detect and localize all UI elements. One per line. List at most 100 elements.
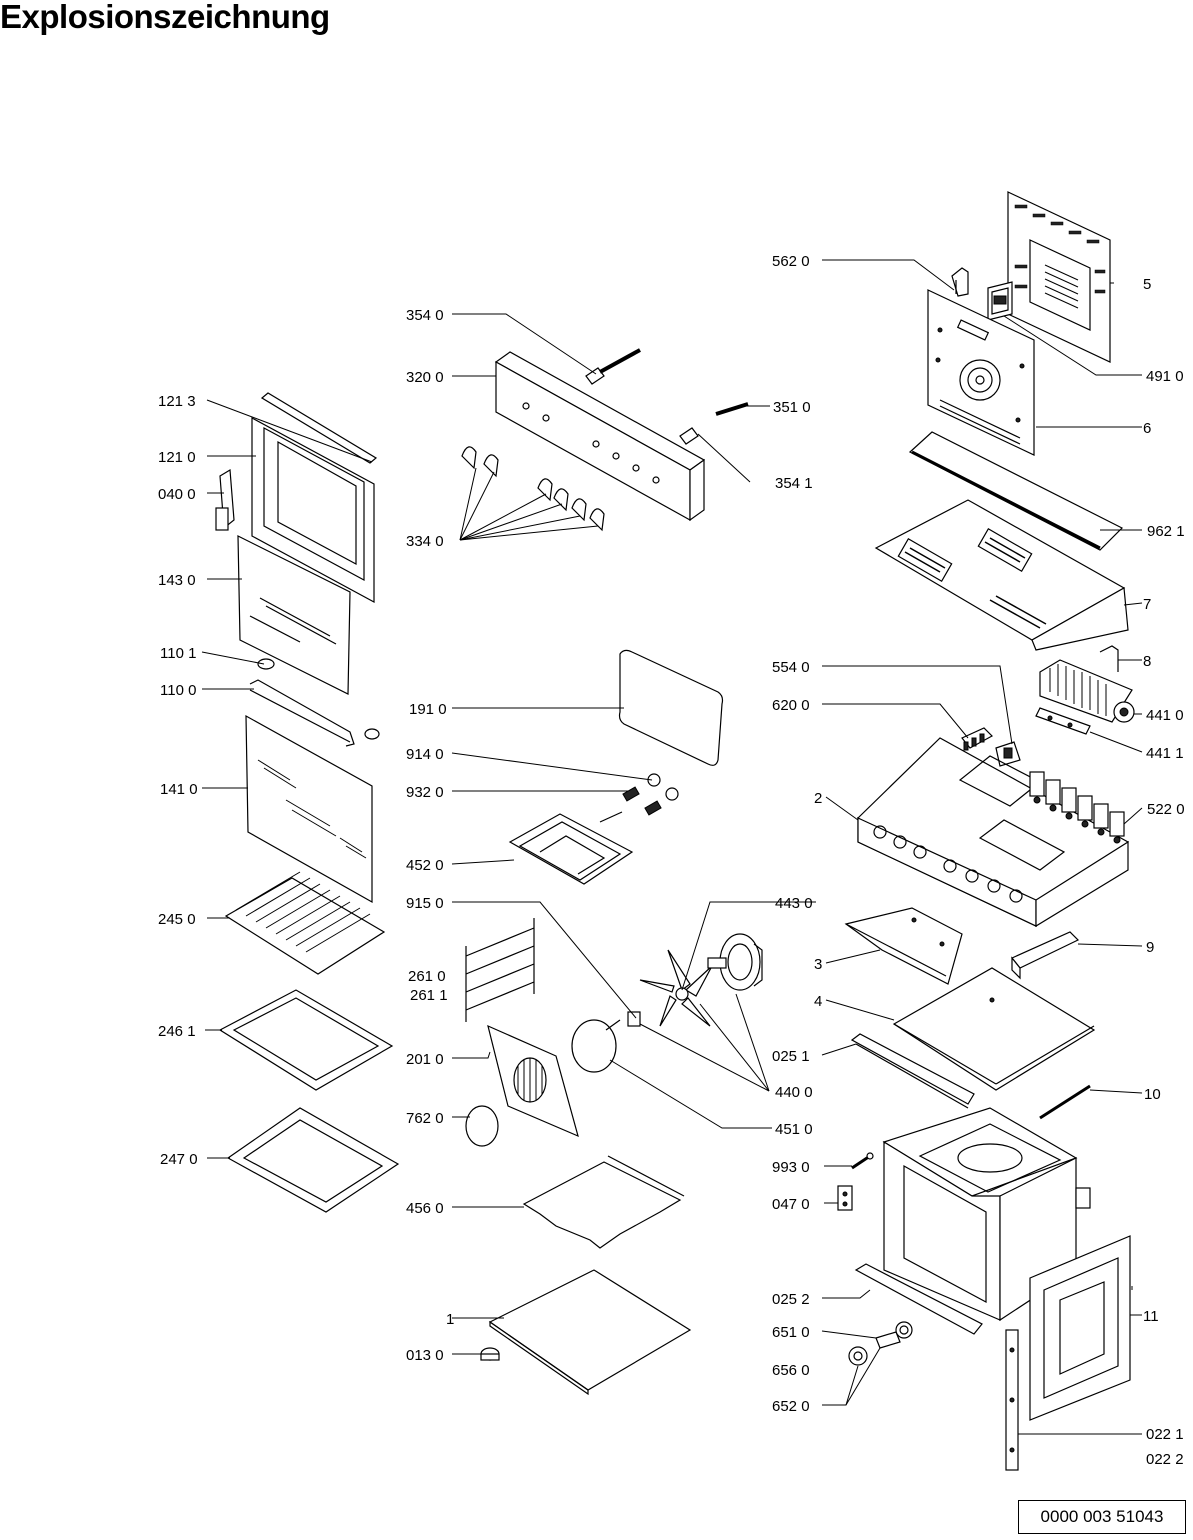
part-9320-spring <box>622 786 662 816</box>
label-0222: 022 2 <box>1146 1451 1184 1468</box>
part-5-back-panel <box>1007 191 1111 363</box>
label-9320: 932 0 <box>406 784 444 801</box>
part-2610-side-rack <box>465 918 535 1022</box>
part-3510-shaft <box>679 402 749 445</box>
part-9621-insulation <box>908 431 1124 551</box>
label-2450: 245 0 <box>158 911 196 928</box>
part-9930-screw <box>851 1152 874 1170</box>
part-7-top-cover <box>874 499 1129 651</box>
label-6510: 651 0 <box>772 1324 810 1341</box>
part-1910-seal <box>618 649 724 766</box>
part-1100-handle-rod <box>249 679 380 747</box>
label-9: 9 <box>1146 939 1154 956</box>
label-0251: 025 1 <box>772 1048 810 1065</box>
part-1430-inner-glass <box>237 535 351 695</box>
label-11: 11 <box>1143 1308 1159 1325</box>
page-title: Explosionszeichnung <box>0 0 330 35</box>
part-3540-shaft <box>585 348 641 385</box>
part-labels: 562 0 354 0 320 0 121 3 121 0 040 0 143 … <box>158 253 1185 1468</box>
part-5540-switch <box>995 741 1021 767</box>
label-4560: 456 0 <box>406 1200 444 1217</box>
label-1213: 121 3 <box>158 393 196 410</box>
label-4: 4 <box>814 993 822 1010</box>
label-3200: 320 0 <box>406 369 444 386</box>
label-7: 7 <box>1143 596 1151 613</box>
part-4410-tangential-fan <box>1039 659 1135 723</box>
label-2470: 247 0 <box>160 1151 198 1168</box>
label-8: 8 <box>1143 653 1151 670</box>
part-10-rod <box>1039 1084 1091 1120</box>
label-6200: 620 0 <box>772 697 810 714</box>
part-1213-rod <box>260 392 378 464</box>
part-9150-part <box>627 1011 641 1027</box>
label-1410: 141 0 <box>160 781 198 798</box>
part-3340-knobs <box>461 446 605 532</box>
label-1100: 110 0 <box>160 682 196 699</box>
part-2-control-box <box>857 737 1130 928</box>
label-5220: 522 0 <box>1147 801 1185 818</box>
label-5: 5 <box>1143 276 1151 293</box>
label-3340: 334 0 <box>406 533 444 550</box>
part-0470-hinge <box>837 1185 853 1211</box>
part-4560-bottom-element <box>522 1155 685 1249</box>
label-6: 6 <box>1143 420 1151 437</box>
label-0252: 025 2 <box>772 1291 810 1308</box>
label-2611: 261 1 <box>410 987 448 1004</box>
label-9930: 993 0 <box>772 1159 810 1176</box>
part-0130-foot <box>480 1347 500 1361</box>
label-1: 1 <box>446 1311 454 1328</box>
part-9140-nut <box>647 773 679 801</box>
part-4430-motor <box>707 933 763 991</box>
part-1-bottom-plate <box>488 1269 692 1396</box>
label-2461: 246 1 <box>158 1023 196 1040</box>
part-0251-rail <box>850 1033 975 1109</box>
label-6560: 656 0 <box>772 1362 810 1379</box>
part-6560-knob <box>848 1346 868 1366</box>
label-0470: 047 0 <box>772 1196 810 1213</box>
part-5620-clip <box>951 267 969 297</box>
part-4411-bracket <box>1035 707 1091 735</box>
label-4410: 441 0 <box>1146 707 1184 724</box>
part-0252-rail <box>854 1263 983 1335</box>
part-2010-fan-cover <box>487 1024 579 1138</box>
label-0400: 040 0 <box>158 486 196 503</box>
label-3541: 354 1 <box>775 475 813 492</box>
label-5540: 554 0 <box>772 659 810 676</box>
label-0130: 013 0 <box>406 1347 444 1364</box>
label-2: 2 <box>814 790 822 807</box>
part-2470-deep-tray <box>226 1107 400 1213</box>
part-9-strip <box>1011 931 1080 980</box>
part-2450-wire-rack <box>224 871 386 975</box>
part-6510-shaft <box>875 1321 913 1349</box>
label-10: 10 <box>1144 1086 1161 1103</box>
label-4430: 443 0 <box>775 895 813 912</box>
label-4910: 491 0 <box>1146 368 1184 385</box>
leader-lines <box>201 259 1143 1435</box>
document-number-box: 0000 003 51043 <box>1018 1500 1186 1534</box>
label-4400: 440 0 <box>775 1084 813 1101</box>
part-0400-hinge <box>215 468 235 531</box>
part-8-angle <box>1099 645 1119 672</box>
label-0221: 022 1 <box>1146 1426 1184 1443</box>
part-1210-door-frame <box>251 416 375 604</box>
part-4-bottom-plate <box>892 967 1096 1091</box>
part-0221-rail <box>1005 1329 1019 1471</box>
label-4510: 451 0 <box>775 1121 813 1138</box>
label-4411: 441 1 <box>1146 745 1184 762</box>
label-3540: 354 0 <box>406 307 444 324</box>
part-4510-ring-element <box>571 1019 621 1073</box>
label-9621: 962 1 <box>1147 523 1185 540</box>
part-6-rear-wall <box>927 289 1035 456</box>
part-7620-cover <box>465 1105 499 1147</box>
part-2461-tray <box>218 989 394 1091</box>
part-6200-terminal <box>961 727 993 751</box>
label-6520: 652 0 <box>772 1398 810 1415</box>
label-1910: 191 0 <box>409 701 447 718</box>
part-oven-cavity <box>882 1107 1091 1322</box>
part-5220-switches <box>1029 771 1125 844</box>
label-3510: 351 0 <box>773 399 811 416</box>
label-1210: 121 0 <box>158 449 196 466</box>
part-3-bracket <box>844 907 963 985</box>
document-number: 0000 003 51043 <box>1040 1507 1164 1526</box>
